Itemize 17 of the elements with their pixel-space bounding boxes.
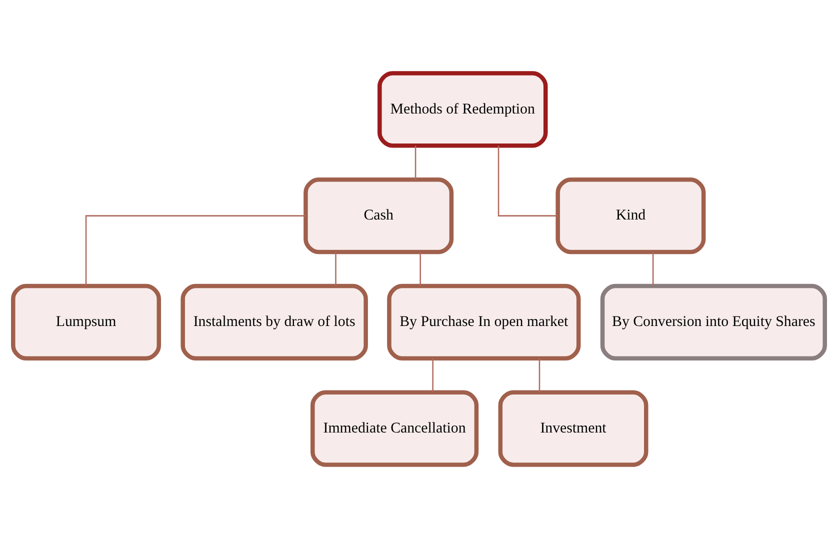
connector (498, 145, 558, 216)
connector (420, 252, 421, 286)
connector (652, 252, 654, 286)
node-box: Methods of Redemption (378, 70, 548, 148)
node-box: Cash (304, 177, 454, 254)
connector (85, 214, 306, 286)
node-box: By Purchase In open market (387, 283, 581, 360)
connector (432, 358, 434, 392)
connector (538, 358, 540, 392)
node-box: Lumpsum (11, 283, 162, 360)
node-box: Investment (498, 390, 648, 466)
node-box: Immediate Cancellation (310, 390, 479, 466)
node-box: Instalments by draw of lots (180, 283, 368, 360)
connector (414, 145, 416, 179)
node-box: Kind (556, 177, 706, 254)
node-box: By Conversion into Equity Shares (600, 283, 827, 360)
connector (335, 252, 336, 286)
